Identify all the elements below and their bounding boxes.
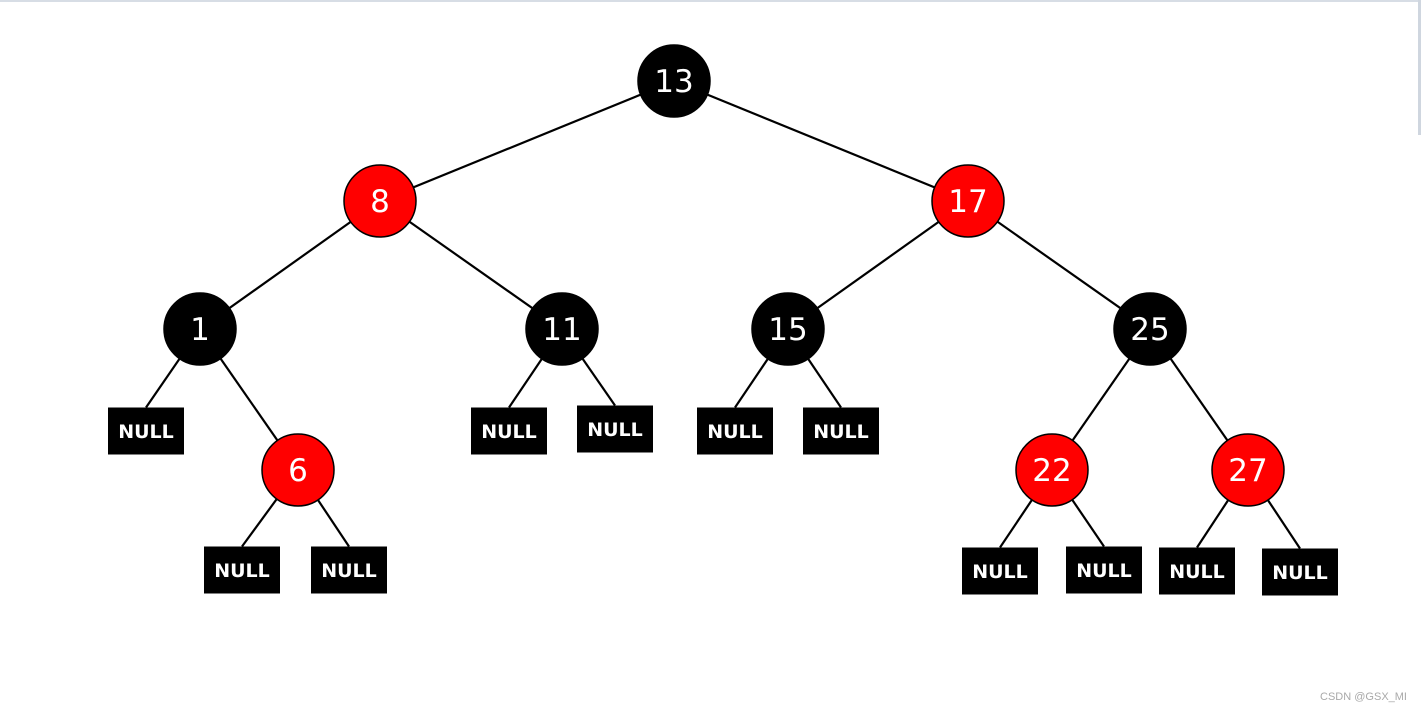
null-label: NULL — [1076, 560, 1132, 582]
null-box — [803, 407, 879, 455]
node-value: 6 — [288, 453, 308, 489]
node-circle-black — [637, 44, 711, 118]
node-circle-black — [163, 292, 237, 366]
window-top-border — [0, 0, 1421, 2]
node-circle-red — [931, 164, 1005, 238]
null-6-left: NULL — [204, 546, 280, 594]
node-value: 17 — [948, 184, 987, 220]
null-label: NULL — [118, 421, 174, 443]
scrollbar-track — [1418, 0, 1421, 135]
null-27-left: NULL — [1159, 547, 1235, 595]
null-label: NULL — [214, 560, 270, 582]
null-15-right: NULL — [803, 407, 879, 455]
node-circle-red — [1211, 433, 1285, 507]
null-label: NULL — [707, 421, 763, 443]
node-circle-black — [525, 292, 599, 366]
null-1-left: NULL — [108, 407, 184, 455]
tree-node-1: 1 — [163, 292, 237, 366]
null-label: NULL — [1169, 561, 1225, 583]
null-box — [311, 546, 387, 594]
null-box — [108, 407, 184, 455]
node-value: 25 — [1130, 312, 1169, 348]
node-circle-black — [751, 292, 825, 366]
node-value: 1 — [190, 312, 210, 348]
node-value: 8 — [370, 184, 390, 220]
node-value: 27 — [1228, 453, 1267, 489]
tree-node-11: 11 — [525, 292, 599, 366]
node-circle-red — [343, 164, 417, 238]
null-box — [204, 546, 280, 594]
null-box — [1159, 547, 1235, 595]
tree-node-25: 25 — [1113, 292, 1187, 366]
tree-node-22: 22 — [1015, 433, 1089, 507]
edge-n13-n17 — [673, 79, 969, 203]
edge-n8-n11 — [379, 200, 563, 330]
null-15-left: NULL — [697, 407, 773, 455]
node-value: 15 — [768, 312, 807, 348]
null-11-right: NULL — [577, 405, 653, 453]
tree-node-27: 27 — [1211, 433, 1285, 507]
null-box — [697, 407, 773, 455]
null-6-right: NULL — [311, 546, 387, 594]
edge-n17-n15 — [787, 200, 969, 330]
null-27-right: NULL — [1262, 548, 1338, 596]
null-22-right: NULL — [1066, 546, 1142, 594]
tree-node-15: 15 — [751, 292, 825, 366]
null-leaves: NULL NULL NULL NULL NULL NULL NULL NULL NULL NULL… — [108, 405, 1338, 596]
edge-n13-n8 — [379, 79, 675, 203]
node-circle-black — [1113, 292, 1187, 366]
tree-node-8: 8 — [343, 164, 417, 238]
node-value: 13 — [654, 64, 693, 100]
null-22-left: NULL — [962, 547, 1038, 595]
node-value: 11 — [542, 312, 581, 348]
tree-node-6: 6 — [261, 433, 335, 507]
null-box — [1262, 548, 1338, 596]
edge-n17-n25 — [967, 200, 1151, 330]
null-box — [962, 547, 1038, 595]
node-value: 22 — [1032, 453, 1071, 489]
node-circle-red — [1015, 433, 1089, 507]
tree-node-13: 13 — [637, 44, 711, 118]
null-label: NULL — [813, 421, 869, 443]
null-11-left: NULL — [471, 407, 547, 455]
tree-node-17: 17 — [931, 164, 1005, 238]
null-label: NULL — [587, 419, 643, 441]
null-label: NULL — [321, 560, 377, 582]
watermark: CSDN @GSX_MI — [1320, 691, 1407, 703]
edge-n8-n1 — [199, 200, 381, 330]
null-label: NULL — [481, 421, 537, 443]
null-label: NULL — [1272, 562, 1328, 584]
node-circle-red — [261, 433, 335, 507]
null-box — [1066, 546, 1142, 594]
null-box — [577, 405, 653, 453]
null-label: NULL — [972, 561, 1028, 583]
null-box — [471, 407, 547, 455]
